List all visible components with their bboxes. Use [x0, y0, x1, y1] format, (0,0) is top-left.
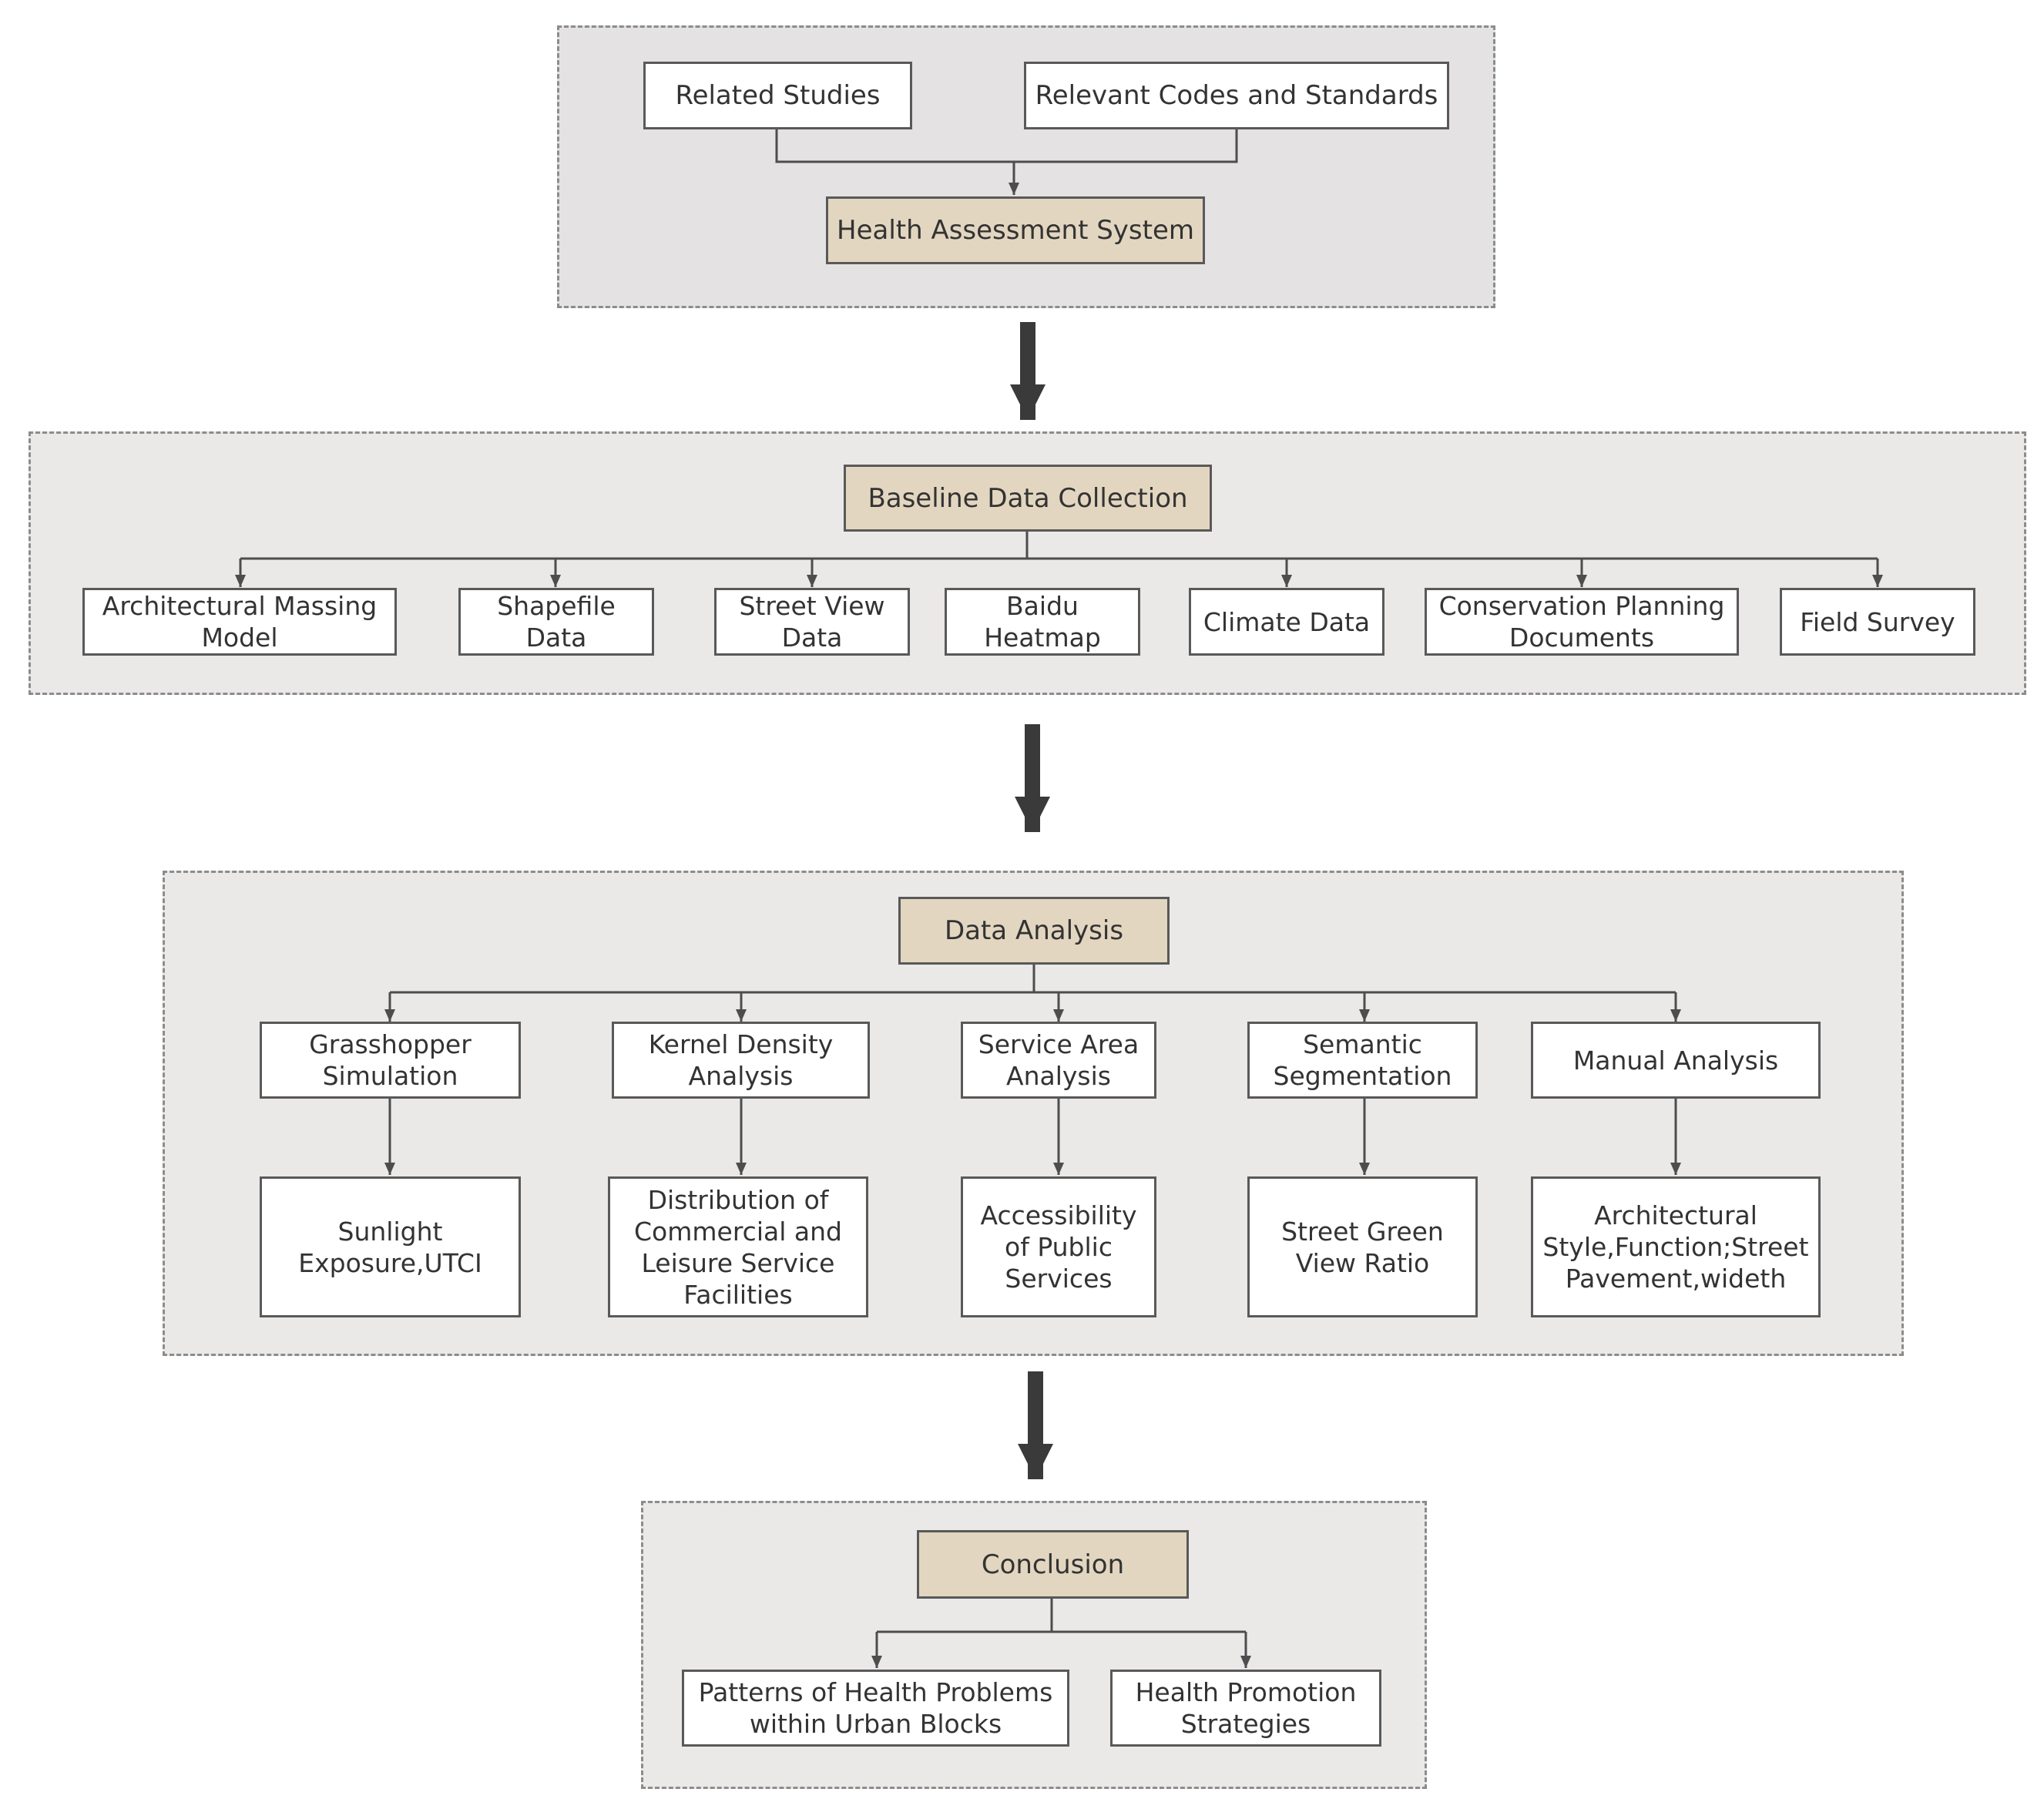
shapefile-data-box: Shapefile Data: [458, 588, 654, 656]
architectural-style-function-box: Architectural Style,Function;Street Pave…: [1531, 1176, 1821, 1317]
architectural-massing-model-box: Architectural Massing Model: [82, 588, 397, 656]
health-problem-patterns-box: Patterns of Health Problems within Urban…: [682, 1670, 1069, 1747]
semantic-segmentation-box: Semantic Segmentation: [1247, 1022, 1478, 1099]
sunlight-exposure-utci-box: Sunlight Exposure,UTCI: [260, 1176, 521, 1317]
baseline-data-collection-box: Baseline Data Collection: [844, 465, 1212, 532]
manual-analysis-box: Manual Analysis: [1531, 1022, 1821, 1099]
street-view-data-box: Street View Data: [714, 588, 910, 656]
commercial-leisure-distribution-box: Distribution of Commercial and Leisure S…: [608, 1176, 868, 1317]
data-analysis-box: Data Analysis: [898, 897, 1170, 965]
health-assessment-system-box: Health Assessment System: [826, 196, 1205, 264]
health-promotion-strategies-box: Health Promotion Strategies: [1110, 1670, 1381, 1747]
codes-standards-box: Relevant Codes and Standards: [1024, 62, 1449, 129]
service-area-analysis-box: Service Area Analysis: [961, 1022, 1156, 1099]
street-green-view-ratio-box: Street Green View Ratio: [1247, 1176, 1478, 1317]
conclusion-box: Conclusion: [917, 1530, 1189, 1599]
grasshopper-simulation-box: Grasshopper Simulation: [260, 1022, 521, 1099]
field-survey-box: Field Survey: [1780, 588, 1975, 656]
baidu-heatmap-box: Baidu Heatmap: [945, 588, 1140, 656]
related-studies-box: Related Studies: [643, 62, 912, 129]
climate-data-box: Climate Data: [1189, 588, 1384, 656]
conservation-planning-documents-box: Conservation Planning Documents: [1425, 588, 1739, 656]
kernel-density-analysis-box: Kernel Density Analysis: [612, 1022, 870, 1099]
public-services-accessibility-box: Accessibility of Public Services: [961, 1176, 1156, 1317]
